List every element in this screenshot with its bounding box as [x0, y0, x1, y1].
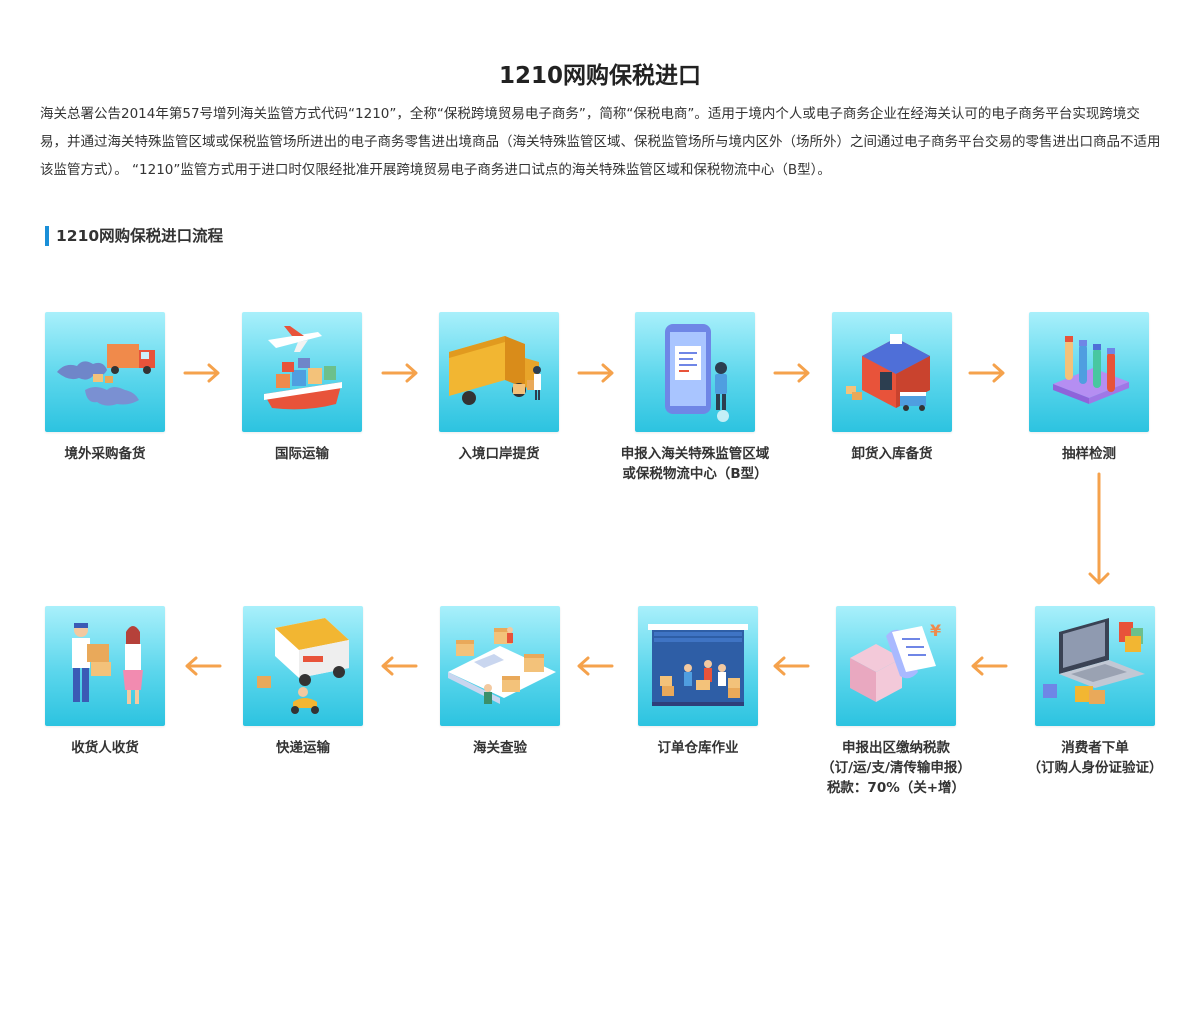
step-label: 入境口岸提货 [458, 446, 540, 462]
left-arrow-icon [968, 654, 1008, 678]
plane-ship-icon [242, 312, 362, 432]
step-label: 收货人收货 [71, 740, 139, 756]
step-sample-testing: 抽样检测 [999, 312, 1179, 464]
truck-unload-icon [439, 312, 559, 432]
step-label: 消费者下单 （订购人身份证验证） [1027, 740, 1163, 776]
step-express-delivery: 快递运输 [213, 606, 393, 758]
right-arrow-icon [577, 361, 617, 385]
page-title: 1210网购保税进口 [498, 63, 701, 89]
step-label: 国际运输 [275, 446, 329, 462]
step-label: 抽样检测 [1062, 446, 1116, 462]
conveyor-inspection-icon [440, 606, 560, 726]
world-map-truck-icon [45, 312, 165, 432]
svg-text:¥: ¥ [930, 621, 941, 640]
step-label: 订单仓库作业 [657, 740, 739, 756]
step-declare-exit-tax: ¥ 申报出区缴纳税款 （订/运/支/清传输申报） 税款：70%（关+增） [806, 606, 986, 798]
left-arrow-icon [182, 654, 222, 678]
step-label: 卸货入库备货 [851, 446, 933, 462]
right-arrow-icon [773, 361, 813, 385]
warehouse-icon [832, 312, 952, 432]
step-international-transport: 国际运输 [212, 312, 392, 464]
right-arrow-icon [183, 361, 223, 385]
step-label: 申报出区缴纳税款 （订/运/支/清传输申报） 税款：70%（关+增） [821, 740, 971, 796]
right-arrow-icon [968, 361, 1008, 385]
step-label: 申报入海关特殊监管区域 或保税物流中心（B型） [620, 446, 770, 482]
phone-declare-icon [635, 312, 755, 432]
left-arrow-icon [770, 654, 810, 678]
section-heading: 1210网购保税进口流程 [45, 226, 223, 246]
test-tube-icon [1029, 312, 1149, 432]
left-arrow-icon [378, 654, 418, 678]
step-customs-inspection: 海关查验 [410, 606, 590, 758]
step-consignee-receive: 收货人收货 [15, 606, 195, 758]
step-port-pickup: 入境口岸提货 [409, 312, 589, 464]
step-label: 海关查验 [473, 740, 527, 756]
step-warehouse-operation: 订单仓库作业 [608, 606, 788, 758]
step-label: 境外采购备货 [64, 446, 146, 462]
tax-receipt-icon: ¥ [836, 606, 956, 726]
step-overseas-purchase: 境外采购备货 [15, 312, 195, 464]
step-label: 快递运输 [276, 740, 330, 756]
left-arrow-icon [574, 654, 614, 678]
step-unload-stock: 卸货入库备货 [802, 312, 982, 464]
right-arrow-icon [381, 361, 421, 385]
step-declare-entry: 申报入海关特殊监管区域 或保税物流中心（B型） [605, 312, 785, 484]
intro-paragraph: 海关总署公告2014年第57号增列海关监管方式代码“1210”，全称“保税跨境贸… [40, 106, 1161, 178]
step-consumer-order: 消费者下单 （订购人身份证验证） [1005, 606, 1185, 778]
receive-package-icon [45, 606, 165, 726]
warehouse-operation-icon [638, 606, 758, 726]
down-arrow-icon [1087, 470, 1111, 590]
delivery-van-icon [243, 606, 363, 726]
laptop-order-icon [1035, 606, 1155, 726]
